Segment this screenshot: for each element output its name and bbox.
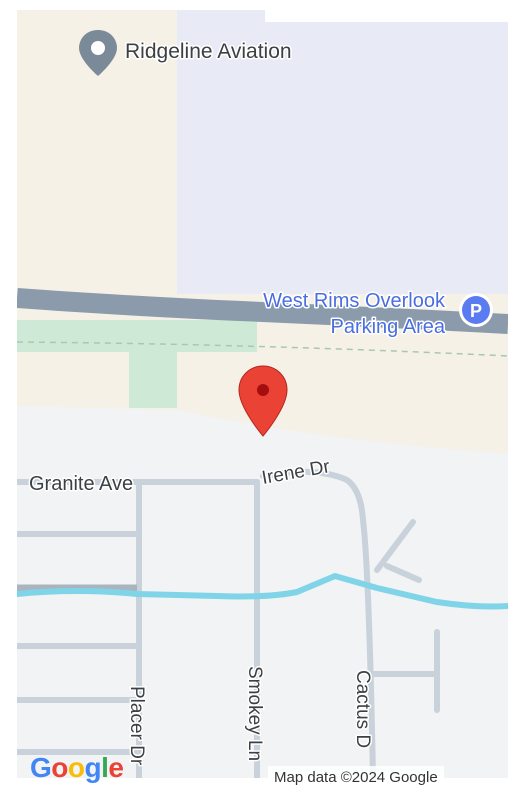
map-attribution[interactable]: Map data ©2024 Google [268,766,444,790]
poi-label-ridgeline-aviation[interactable]: Ridgeline Aviation [124,39,294,65]
street-label-smokey-ln: Smokey Ln [244,666,265,761]
google-logo-letter: G [30,752,52,783]
trail-line [17,341,508,357]
airport-building [265,10,508,22]
parking-icon[interactable]: P [459,293,493,327]
irene-dr-road [260,468,366,523]
google-logo-letter: o [51,752,68,783]
poi-label-west-rims-line1[interactable]: West Rims Overlook [262,289,448,314]
airport-area [177,10,508,294]
local-roads [17,468,440,778]
google-logo-letter: g [84,752,102,783]
google-logo-letter: o [67,752,85,783]
map-canvas[interactable]: Ridgeline Aviation West Rims Overlook Pa… [17,10,508,778]
branch-road-1 [374,519,416,573]
google-logo[interactable]: Google [30,752,124,784]
google-logo-letter: e [108,752,124,783]
google-logo-letter: l [101,752,109,783]
highway-road [17,288,508,334]
street-label-placer-dr: Placer Dr [126,686,147,766]
google-logo-text: Google [30,752,124,783]
place-marker-icon[interactable] [79,30,117,76]
parking-glyph: P [470,301,482,321]
branch-road-2 [384,563,422,583]
street-label-cactus-dr: Cactus D [352,670,373,748]
poi-label-west-rims-line2[interactable]: Parking Area [329,315,447,340]
stream [17,572,508,610]
street-label-granite-ave: Granite Ave [29,473,133,495]
location-pin-icon[interactable] [238,365,288,437]
map-tiles: Ridgeline Aviation West Rims Overlook Pa… [17,10,508,778]
cactus-dr-road [360,517,376,778]
